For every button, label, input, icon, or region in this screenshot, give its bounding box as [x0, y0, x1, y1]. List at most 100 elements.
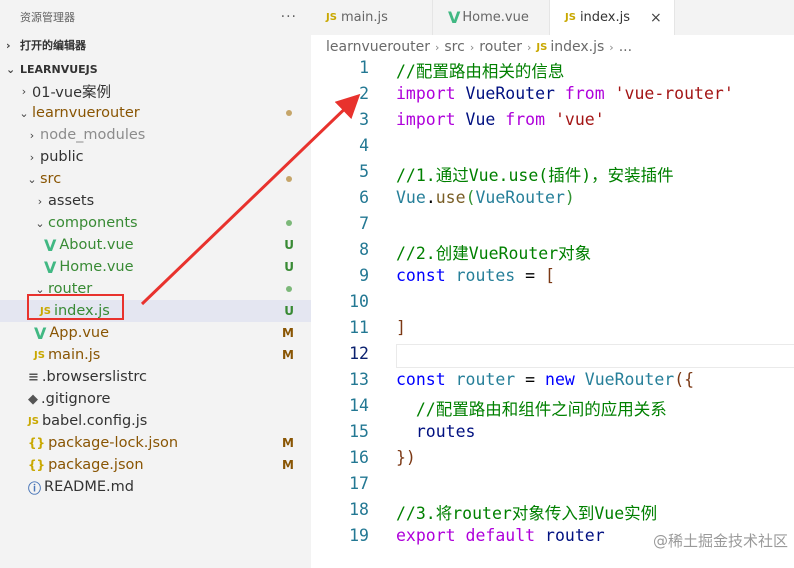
- code-token: VueRouter: [455, 84, 565, 103]
- tab-main-js[interactable]: JS main.js: [311, 0, 433, 35]
- code-token: VueRouter: [584, 370, 675, 389]
- tree-folder-learnvuerouter[interactable]: ⌄ learnvuerouter: [0, 102, 311, 124]
- chevron-right-icon: ›: [21, 84, 27, 98]
- tree-folder-01-vue[interactable]: › 01-vue案例: [0, 80, 311, 102]
- chevron-down-icon: ⌄: [19, 106, 29, 120]
- chevron-right-icon: ›: [527, 40, 532, 54]
- code-token: ({: [674, 370, 695, 389]
- code-token: Vue: [455, 110, 506, 129]
- line-number: 14: [349, 396, 369, 415]
- tree-file-package-lock[interactable]: {} package-lock.json M: [0, 432, 311, 454]
- tab-home-vue[interactable]: V Home.vue: [433, 0, 550, 35]
- tree-file-gitignore[interactable]: ◆ .gitignore: [0, 388, 311, 410]
- vue-file-icon: V: [44, 257, 57, 277]
- untracked-dot-icon: [286, 220, 292, 226]
- code-token: [605, 84, 615, 103]
- code-token: =: [515, 370, 546, 389]
- breadcrumb-item[interactable]: learnvuerouter: [326, 39, 430, 55]
- code-token: //3.将router对象传入到Vue实例: [396, 504, 658, 523]
- breadcrumb-item[interactable]: index.js: [550, 39, 605, 55]
- tree-folder-assets[interactable]: › assets: [0, 190, 311, 212]
- tree-file-index-js[interactable]: JS index.js U: [0, 300, 311, 322]
- code-token: //配置路由和组件之间的应用关系: [396, 400, 667, 419]
- code-token: 'vue-router': [614, 84, 734, 103]
- code-line: //配置路由和组件之间的应用关系: [396, 396, 667, 420]
- info-file-icon: ⓘ: [28, 481, 42, 497]
- breadcrumb-item[interactable]: router: [479, 39, 522, 55]
- chevron-right-icon: ›: [469, 40, 475, 54]
- tree-file-app-vue[interactable]: V App.vue M: [0, 322, 311, 344]
- file-tree: › 01-vue案例 ⌄ learnvuerouter › node_modul…: [0, 80, 311, 498]
- tree-item-label: main.js: [47, 347, 101, 363]
- tree-folder-components[interactable]: ⌄ components: [0, 212, 311, 234]
- code-token: [535, 526, 545, 545]
- tree-folder-node-modules[interactable]: › node_modules: [0, 124, 311, 146]
- code-line: //3.将router对象传入到Vue实例: [396, 500, 657, 524]
- tree-item-label: README.md: [44, 479, 134, 495]
- code-token: [575, 370, 585, 389]
- code-token: [: [545, 266, 555, 285]
- code-token: default: [465, 526, 536, 545]
- json-file-icon: {}: [28, 458, 46, 472]
- code-token: routes: [455, 266, 516, 285]
- code-token: Vue: [396, 188, 426, 207]
- editor-tabs: JS main.js V Home.vue JS index.js ×: [311, 0, 794, 35]
- annotation-highlight-box: [27, 294, 124, 320]
- code-token: //1.通过Vue.use(插件)，安装插件: [396, 166, 674, 185]
- tree-item-label: babel.config.js: [41, 413, 148, 429]
- code-token: const: [396, 266, 446, 285]
- code-token: import: [396, 110, 456, 129]
- code-line: export default router: [396, 526, 605, 545]
- chevron-right-icon: ›: [29, 128, 35, 142]
- tree-file-package-json[interactable]: {} package.json M: [0, 454, 311, 476]
- tree-file-browserslistrc[interactable]: ≡ .browserslistrc: [0, 366, 311, 388]
- line-number: 16: [349, 448, 369, 467]
- line-number: 7: [359, 214, 369, 233]
- tree-item-label: Home.vue: [59, 259, 134, 275]
- code-line: ]: [396, 318, 406, 337]
- tree-file-readme[interactable]: ⓘ README.md: [0, 476, 311, 498]
- code-line: Vue.use(VueRouter): [396, 188, 575, 207]
- tree-file-babel-config[interactable]: JS babel.config.js: [0, 410, 311, 432]
- chevron-down-icon: ⌄: [35, 216, 45, 230]
- code-token: export: [396, 526, 456, 545]
- vue-file-icon: V: [34, 323, 47, 343]
- chevron-down-icon: ⌄: [35, 282, 45, 296]
- close-icon[interactable]: ×: [650, 9, 662, 26]
- code-line: }): [396, 448, 416, 467]
- vue-file-icon: V: [44, 235, 57, 255]
- line-number: 17: [349, 474, 369, 493]
- tree-file-home-vue[interactable]: V Home.vue U: [0, 256, 311, 278]
- tree-folder-public[interactable]: › public: [0, 146, 311, 168]
- code-token: ]: [396, 318, 406, 337]
- js-file-icon: JS: [40, 305, 51, 317]
- tree-item-label: .gitignore: [41, 391, 111, 407]
- workspace-section[interactable]: ⌄ LEARNVUEJS: [0, 58, 311, 80]
- open-editors-section[interactable]: › 打开的编辑器: [0, 34, 311, 56]
- git-status-badge: U: [284, 260, 294, 274]
- code-token: ): [564, 188, 575, 207]
- tree-file-about-vue[interactable]: V About.vue U: [0, 234, 311, 256]
- code-token: [456, 526, 466, 545]
- tab-label: index.js: [579, 10, 631, 25]
- code-line: import VueRouter from 'vue-router': [396, 84, 734, 103]
- code-token: 'vue': [554, 110, 605, 129]
- code-line: //1.通过Vue.use(插件)，安装插件: [396, 162, 674, 186]
- code-token: [446, 266, 456, 285]
- more-actions-icon[interactable]: ···: [280, 9, 297, 25]
- chevron-right-icon: ›: [37, 194, 43, 208]
- tree-item-label: App.vue: [49, 325, 110, 341]
- tab-index-js[interactable]: JS index.js ×: [550, 0, 675, 35]
- line-number: 13: [349, 370, 369, 389]
- code-token: router: [545, 526, 605, 545]
- tree-folder-src[interactable]: ⌄ src: [0, 168, 311, 190]
- breadcrumb-item[interactable]: ...: [618, 39, 633, 55]
- chevron-right-icon: ›: [609, 40, 614, 54]
- tree-file-main-js[interactable]: JS main.js M: [0, 344, 311, 366]
- js-file-icon: JS: [326, 12, 337, 23]
- tree-item-label: router: [48, 281, 93, 297]
- breadcrumb-item[interactable]: src: [444, 39, 465, 55]
- line-number: 6: [359, 188, 369, 207]
- code-token: new: [545, 370, 575, 389]
